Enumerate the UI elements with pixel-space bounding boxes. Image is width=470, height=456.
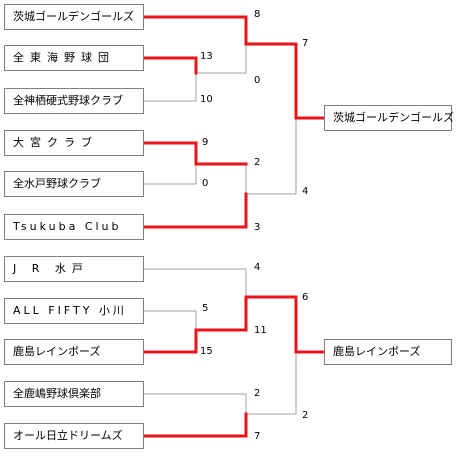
winner-line — [142, 141, 198, 166]
score-label: 10 — [200, 94, 213, 105]
winner-line — [142, 295, 326, 354]
team-box: ALL FIFTY 小川 — [4, 298, 144, 324]
team-box: 全神栖硬式野球クラブ — [4, 88, 144, 114]
score-label: 9 — [202, 137, 209, 148]
score-label: 4 — [302, 186, 309, 197]
winner-line — [142, 192, 248, 229]
loser-line — [143, 163, 197, 185]
loser-line — [143, 268, 247, 298]
winner-line — [142, 412, 248, 438]
loser-line — [143, 72, 197, 102]
score-label: 0 — [202, 178, 209, 189]
score-label: 3 — [254, 222, 261, 233]
winner-line — [142, 15, 326, 120]
loser-line — [195, 43, 247, 74]
score-label: 8 — [254, 9, 261, 20]
score-label: 2 — [302, 410, 309, 421]
block-winner-box: 茨城ゴールデンゴールズ — [324, 105, 454, 131]
loser-line — [245, 351, 297, 415]
winner-line — [142, 56, 198, 75]
team-box: 茨城ゴールデンゴールズ — [4, 4, 144, 30]
team-box: 全鹿嶋野球倶楽部 — [4, 381, 144, 407]
score-label: 5 — [202, 303, 209, 314]
score-label: 11 — [254, 325, 267, 336]
loser-line — [143, 310, 197, 331]
score-label: 0 — [254, 75, 261, 86]
score-label: 7 — [302, 38, 309, 49]
team-box: 鹿島レインボーズ — [4, 339, 144, 365]
block-winner-box: 鹿島レインボーズ — [324, 339, 452, 365]
score-label: 13 — [200, 51, 213, 62]
team-box: 全水戸野球クラブ — [4, 171, 144, 197]
score-label: 7 — [254, 431, 261, 442]
team-box: 大宮クラブ — [4, 130, 144, 156]
loser-line — [245, 117, 297, 195]
team-box: 全東海野球団 — [4, 45, 144, 71]
score-label: 15 — [200, 346, 213, 357]
team-box: J R 水戸 — [4, 256, 144, 282]
score-label: 4 — [254, 262, 261, 273]
score-label: 2 — [254, 157, 261, 168]
score-label: 2 — [254, 388, 261, 399]
loser-line — [143, 393, 247, 415]
team-box: Tsukuba Club — [4, 214, 144, 240]
team-box: オール日立ドリームズ — [4, 423, 144, 449]
score-label: 6 — [302, 292, 309, 303]
